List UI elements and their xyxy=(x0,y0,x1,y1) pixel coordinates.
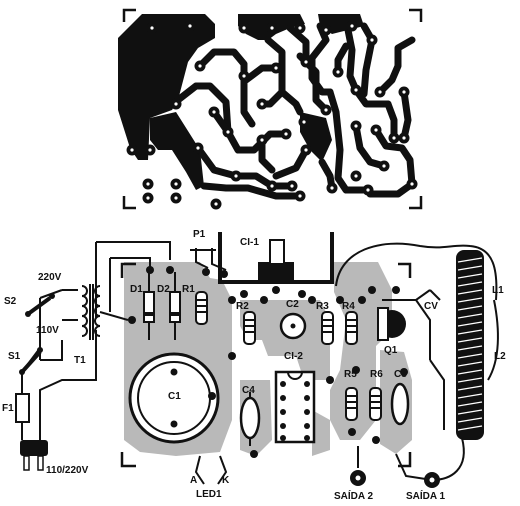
label-q1: Q1 xyxy=(384,345,398,356)
label-cv: CV xyxy=(424,301,438,312)
capacitor-c4 xyxy=(239,392,261,446)
regulator-ci1 xyxy=(218,232,334,298)
label-c1: C1 xyxy=(168,391,181,402)
label-220v: 220V xyxy=(38,272,62,283)
copper-layout xyxy=(118,8,423,210)
coil-l1 xyxy=(456,250,484,440)
label-s1: S1 xyxy=(8,351,21,362)
fuse-f1 xyxy=(15,393,30,423)
label-r3: R3 xyxy=(316,301,329,312)
label-t1: T1 xyxy=(74,355,86,366)
mains-wiring xyxy=(21,241,171,440)
label-saida2: SAÍDA 2 xyxy=(334,491,374,502)
label-d2: D2 xyxy=(157,284,170,295)
label-ci2: CI-2 xyxy=(284,351,303,362)
copper-drill-holes xyxy=(130,24,414,206)
switch-s2 xyxy=(25,293,55,317)
capacitor-c3 xyxy=(390,382,410,426)
label-ci1: CI-1 xyxy=(240,237,259,248)
label-r4: R4 xyxy=(342,301,355,312)
transformer-t1 xyxy=(81,284,101,340)
label-c4: C4 xyxy=(242,385,255,396)
output-saida2 xyxy=(350,470,366,486)
label-mains: 110/220V xyxy=(46,465,89,476)
diode-d1 xyxy=(143,272,155,340)
switch-s1 xyxy=(19,347,43,375)
resistor-r5 xyxy=(345,387,358,421)
label-l1: L1 xyxy=(492,285,504,296)
output-saida1 xyxy=(424,472,440,488)
copper-traces xyxy=(174,22,416,200)
transistor-q1 xyxy=(377,307,406,341)
label-k: K xyxy=(222,475,230,486)
ic-ci2 xyxy=(274,370,316,444)
label-110v: 110V xyxy=(36,325,59,336)
label-c3: C3 xyxy=(394,369,407,380)
diode-d2 xyxy=(169,272,181,340)
label-c2: C2 xyxy=(286,299,299,310)
label-r2: R2 xyxy=(236,301,249,312)
label-r1: R1 xyxy=(182,284,195,295)
resistor-r2 xyxy=(243,311,256,345)
label-led1: LED1 xyxy=(196,489,222,500)
resistor-r4 xyxy=(345,311,358,345)
label-d1: D1 xyxy=(130,284,143,295)
copper-corner-marks xyxy=(122,8,423,210)
label-a: A xyxy=(190,475,198,486)
label-f1: F1 xyxy=(2,403,14,414)
label-r5: R5 xyxy=(344,369,357,380)
label-saida1: SAÍDA 1 xyxy=(406,491,446,502)
label-r6: R6 xyxy=(370,369,383,380)
trimmer-p1 xyxy=(190,248,227,271)
label-s2: S2 xyxy=(4,296,17,307)
resistor-r3 xyxy=(321,311,334,345)
mains-plug xyxy=(20,440,48,471)
resistor-r1 xyxy=(195,291,208,325)
label-p1: P1 xyxy=(193,229,206,240)
component-layout xyxy=(15,232,499,488)
resistor-r6 xyxy=(369,387,382,421)
solder-points xyxy=(128,266,408,458)
trimmer-cv xyxy=(382,289,441,360)
capacitor-c2 xyxy=(279,312,307,340)
label-l2: L2 xyxy=(494,351,506,362)
